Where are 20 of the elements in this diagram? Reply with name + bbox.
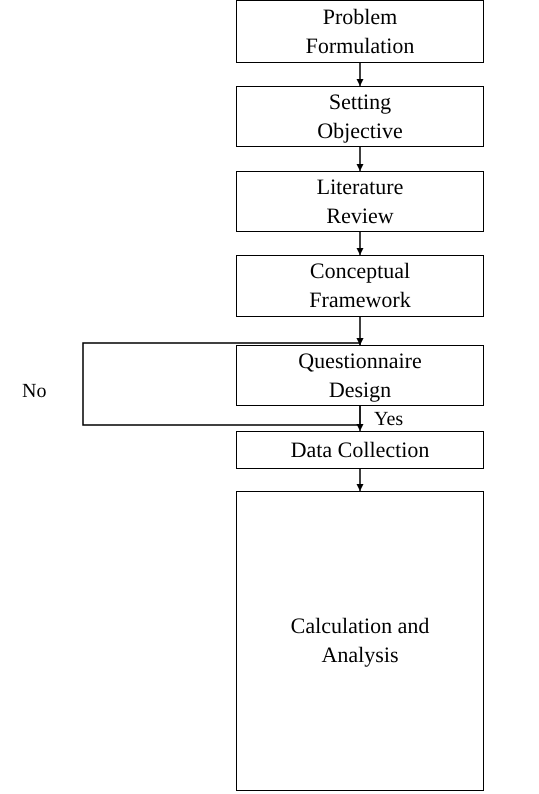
process-box: [236, 171, 484, 232]
arrow: [356, 469, 364, 491]
box-text: Questionnaire Design: [297, 346, 423, 404]
arrow: [356, 406, 364, 431]
process-box: [236, 86, 484, 147]
arrow: [356, 232, 364, 255]
box-text: Calculation and Analysis: [290, 612, 430, 669]
box-text: Setting Objective: [316, 88, 404, 145]
arrow: [356, 147, 364, 171]
box-text: Literature Review: [316, 172, 404, 230]
arrow: [82, 338, 364, 426]
process-box: [236, 431, 484, 469]
box-text: Data Collection: [290, 436, 430, 464]
process-box: [236, 255, 484, 317]
process-box: [236, 0, 484, 63]
box-text: Conceptual Framework: [308, 257, 412, 314]
process-box: [236, 345, 484, 406]
process-box: [236, 491, 484, 791]
box-text: Problem Formulation: [304, 2, 416, 60]
arrow: [356, 63, 364, 86]
